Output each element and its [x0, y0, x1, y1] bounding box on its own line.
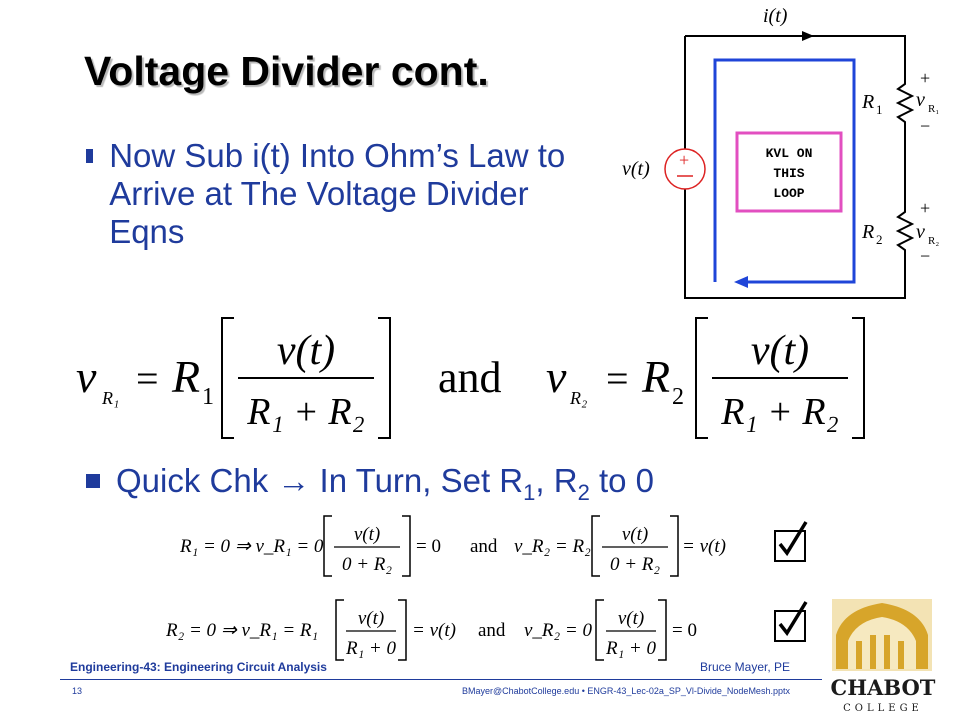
- check2-right-bracket-open: [595, 599, 604, 661]
- eq-left-v: v: [76, 351, 97, 402]
- check1-left-num: v(t): [354, 524, 380, 545]
- check2-left-num: v(t): [358, 608, 384, 629]
- check2-right-bracket-close: [658, 599, 667, 661]
- eq-right-v: v: [546, 351, 567, 402]
- check1-right-den: 0 + R₂: [610, 554, 660, 575]
- eq-left-R: R: [171, 351, 200, 402]
- checked-box-icon: [774, 601, 808, 642]
- vr1-plus: +: [920, 68, 930, 88]
- bullet-2-text: Quick Chk → In Turn, Set R1, R2 to 0: [116, 462, 654, 512]
- eq-left-denominator: R₁ + R₂: [246, 391, 365, 433]
- check1-left-lhs: R₁ = 0 ⇒ v_R₁ = 0: [180, 536, 324, 557]
- chabot-college-logo: CHABOT COLLEGE: [831, 599, 936, 714]
- eq-left-bracket-close: [378, 317, 391, 439]
- eq-left-v-sub: R₁: [101, 388, 119, 408]
- vr2-plus: +: [920, 198, 930, 218]
- circuit-diagram: i(t) + v(t) R 1 R 2 + v R₁ − + v R₂ − KV…: [622, 5, 939, 299]
- bullet-square-icon: [86, 474, 100, 488]
- eq-right-v-sub: R₂: [569, 388, 587, 408]
- kvl-line-3: LOOP: [773, 186, 804, 201]
- kvl-loop-arrow: [713, 58, 856, 284]
- check2-left-bracket-open: [335, 599, 344, 661]
- bullet-1-text: Now Sub i(t) Into Ohm’s Law to Arrive at…: [109, 137, 566, 250]
- check1-right-res: = v(t): [682, 536, 726, 557]
- vr1-label: v: [916, 89, 925, 111]
- check1-left-den: 0 + R₂: [342, 554, 392, 575]
- eq-left-equals: =: [136, 356, 159, 401]
- checked-box-icon: [774, 521, 808, 562]
- page-number: 13: [72, 686, 83, 696]
- vr2-label: v: [916, 221, 925, 243]
- r2-label-sub: 2: [876, 232, 883, 247]
- eq-and: and: [438, 353, 502, 402]
- voltage-source-icon: +: [664, 148, 706, 190]
- check1-left-bracket-open: [323, 515, 332, 577]
- kvl-line-2: THIS: [773, 166, 804, 181]
- check2-left-den: R₁ + 0: [345, 638, 397, 659]
- bullet-2-pre: Quick Chk → In Turn, Set R: [116, 462, 524, 499]
- r1-label-sub: 1: [876, 102, 883, 117]
- resistor-r2-icon: [895, 196, 915, 258]
- eq-left-R-sub: 1: [202, 384, 214, 410]
- r1-label: R: [861, 91, 874, 113]
- check2-right-lhs: v_R₂ = 0: [524, 620, 592, 641]
- check1-right-bracket-open: [591, 515, 600, 577]
- footer-filename: BMayer@ChabotCollege.edu • ENGR-43_Lec-0…: [462, 686, 790, 696]
- check-equation-1: R₁ = 0 ⇒ v_R₁ = 0 v(t) 0 + R₂ = 0 and v_…: [180, 515, 726, 577]
- kvl-loop-arrowhead-icon: [734, 276, 748, 288]
- logo-sub: COLLEGE: [843, 703, 923, 714]
- slide-title: Voltage Divider cont.: [84, 48, 489, 94]
- check-equation-2: R₂ = 0 ⇒ v_R₁ = R₁ v(t) R₁ + 0 = v(t) an…: [166, 599, 697, 661]
- footer-course: Engineering-43: Engineering Circuit Anal…: [70, 660, 327, 674]
- vr2-minus: −: [920, 246, 930, 266]
- bullet-square-icon: [86, 149, 94, 163]
- main-equations: v R₁ = R 1 v(t) R₁ + R₂ and v R₂ = R 2 v…: [76, 317, 865, 439]
- bullet-2: Quick Chk → In Turn, Set R1, R2 to 0: [86, 462, 654, 512]
- eq-right-denominator: R₁ + R₂: [720, 391, 839, 433]
- current-arrow-icon: [802, 31, 814, 41]
- eq-right-bracket-open: [695, 317, 708, 439]
- check1-left-bracket-close: [402, 515, 411, 577]
- vr2-label-sub: R₂: [928, 235, 939, 247]
- bullet-2-sub-1: 1: [523, 480, 536, 505]
- eq-right-R-sub: 2: [672, 384, 684, 410]
- bullet-2-post: to 0: [589, 462, 655, 499]
- check1-right-num: v(t): [622, 524, 648, 545]
- eq-right-equals: =: [606, 356, 629, 401]
- bullet-1: Now Sub i(t) Into Ohm’s Law to Arrive at…: [86, 137, 606, 251]
- resistor-r1-icon: [895, 68, 915, 130]
- eq-right-numerator: v(t): [751, 328, 809, 374]
- check2-left-res: = v(t): [412, 620, 456, 641]
- bullet-2-sub-2: 2: [577, 480, 590, 505]
- current-label: i(t): [763, 5, 788, 27]
- check1-right-bracket-close: [670, 515, 679, 577]
- check2-right-res: = 0: [672, 620, 697, 641]
- eq-left-numerator: v(t): [277, 328, 335, 374]
- check2-left-lhs: R₂ = 0 ⇒ v_R₁ = R₁: [166, 620, 318, 641]
- eq-right-R: R: [641, 351, 670, 402]
- eq-right-bracket-close: [852, 317, 865, 439]
- check2-right-num: v(t): [618, 608, 644, 629]
- source-label: v(t): [622, 158, 650, 180]
- footer-author: Bruce Mayer, PE: [700, 660, 791, 674]
- check1-right-lhs: v_R₂ = R₂: [514, 536, 591, 557]
- vr1-minus: −: [920, 116, 930, 136]
- kvl-line-1: KVL ON: [766, 146, 813, 161]
- check2-left-bracket-close: [398, 599, 407, 661]
- check2-right-den: R₁ + 0: [605, 638, 657, 659]
- svg-text:+: +: [679, 150, 689, 170]
- r2-label: R: [861, 221, 874, 243]
- logo-name: CHABOT: [831, 675, 936, 700]
- check1-left-res: = 0: [416, 536, 441, 557]
- bullet-2-mid: , R: [535, 462, 578, 499]
- check2-and: and: [478, 620, 506, 641]
- vr1-label-sub: R₁: [928, 103, 939, 115]
- footer-divider: [60, 679, 822, 680]
- check1-and: and: [470, 536, 498, 557]
- kvl-box: [735, 131, 843, 213]
- eq-left-bracket-open: [221, 317, 234, 439]
